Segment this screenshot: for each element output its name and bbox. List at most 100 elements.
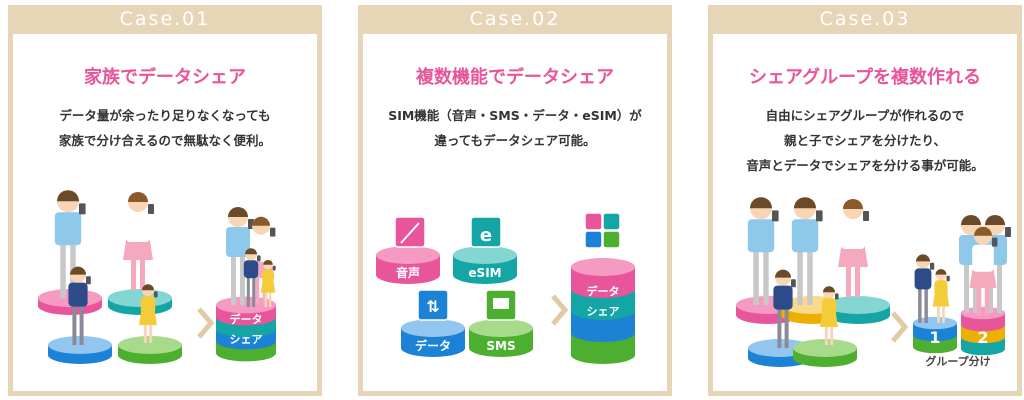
- phone-icon: [992, 237, 998, 247]
- phone-icon: [930, 262, 935, 270]
- torso: [914, 268, 932, 290]
- leg: [807, 250, 813, 305]
- data-arrows-icon: [584, 230, 603, 249]
- leg: [924, 288, 928, 323]
- torso: [841, 219, 865, 249]
- group-label: グループ分け: [925, 354, 990, 368]
- case-header: Case.03: [708, 5, 1022, 34]
- leg: [855, 247, 860, 297]
- desc-line: 違ってもデータシェア可能。: [434, 133, 596, 148]
- desc-line: 親と子でシェアを分けたり、: [783, 133, 946, 148]
- phone-icon: [1005, 227, 1011, 237]
- hair: [70, 266, 86, 275]
- hair: [935, 269, 947, 275]
- hair: [985, 215, 1005, 225]
- case-description: 自由にシェアグループが作れるので 親と子でシェアを分けたり、 音声とデータでシェ…: [713, 103, 1017, 178]
- data-arrows-icon: [417, 289, 449, 321]
- torso: [934, 280, 948, 297]
- phone-icon: [154, 291, 158, 298]
- torso: [126, 212, 150, 242]
- hair: [228, 207, 248, 217]
- torso: [791, 219, 819, 253]
- disc-label: データ: [415, 338, 451, 353]
- stack-label: データ: [230, 312, 263, 326]
- person-figure: [747, 197, 779, 305]
- sms-icon: [602, 230, 621, 249]
- torso: [243, 260, 259, 279]
- case-description: データ量が余ったり足りなくなっても 家族で分け合えるので無駄なく便利。: [13, 103, 317, 153]
- hair: [142, 284, 154, 291]
- slash: [400, 222, 420, 244]
- leg: [143, 313, 147, 343]
- hair: [823, 286, 835, 293]
- leg: [942, 295, 945, 323]
- desc-line: 家族で分け合えるので無駄なく便利。: [58, 133, 272, 148]
- leg: [60, 243, 66, 298]
- hair: [916, 254, 930, 262]
- leg: [797, 250, 803, 305]
- leg: [753, 250, 759, 305]
- disc-label: eSIM: [468, 266, 501, 280]
- person-figure: [838, 199, 869, 297]
- phone-icon: [946, 275, 950, 282]
- leg: [79, 305, 84, 345]
- person-figure: [791, 197, 823, 305]
- phone-icon: [791, 279, 796, 288]
- leg: [252, 277, 256, 307]
- torso: [821, 298, 837, 317]
- desc-line: SIM機能（音声・SMS・データ・eSIM）が: [388, 108, 642, 123]
- leg: [777, 308, 782, 348]
- disc-top: [571, 258, 635, 276]
- leg: [784, 308, 789, 348]
- torso: [226, 227, 250, 257]
- leg: [140, 240, 145, 290]
- phone-icon: [148, 204, 154, 214]
- hair: [128, 192, 148, 202]
- torso: [262, 269, 274, 284]
- leg: [246, 277, 250, 307]
- phone-icon: [272, 265, 276, 271]
- disc-top: [826, 296, 890, 314]
- speech-bubble: [493, 298, 509, 309]
- person-figure: [820, 286, 839, 345]
- group-number: 2: [977, 328, 988, 347]
- stack-label: シェア: [587, 305, 620, 318]
- arrows-glyph: ⇅: [426, 297, 439, 316]
- disc-label: SMS: [486, 339, 515, 353]
- leg: [976, 270, 982, 315]
- phone-icon: [79, 203, 86, 215]
- case-header: Case.02: [358, 5, 672, 34]
- phone-icon: [772, 210, 779, 222]
- torso: [972, 244, 994, 272]
- person-figure: [243, 248, 261, 307]
- hair: [843, 199, 863, 209]
- leg: [268, 283, 272, 307]
- case-01-panel: Case.01 家族でデータシェア データ量が余ったり足りなくなっても 家族で分…: [8, 5, 322, 396]
- chevron-right-icon: [891, 311, 909, 343]
- disc-top: [961, 306, 1005, 320]
- leg: [254, 260, 260, 305]
- phone-icon: [863, 211, 869, 221]
- disc-top: [453, 246, 517, 264]
- esim-glyph: e: [480, 225, 492, 246]
- leg: [763, 250, 769, 305]
- torso: [747, 219, 775, 253]
- case-03-panel: Case.03 シェアグループを複数作れる 自由にシェアグループが作れるので 親…: [708, 5, 1022, 396]
- hair: [57, 190, 79, 202]
- disc-top: [913, 316, 957, 330]
- person-figure: [139, 284, 158, 343]
- esim-icon: [602, 212, 621, 231]
- case-title: シェアグループを複数作れる: [748, 67, 982, 88]
- chevron-right-icon: [197, 307, 215, 339]
- disc-top: [793, 339, 857, 357]
- hair: [974, 226, 992, 236]
- desc-line: データ量が余ったり足りなくなっても: [59, 108, 271, 123]
- desc-line: 音声とデータでシェアを分ける事が可能。: [746, 158, 984, 173]
- torso: [140, 296, 156, 315]
- phone-icon: [257, 255, 261, 262]
- person-figure: [969, 226, 998, 315]
- phone-icon: [835, 293, 839, 300]
- leg: [231, 255, 236, 305]
